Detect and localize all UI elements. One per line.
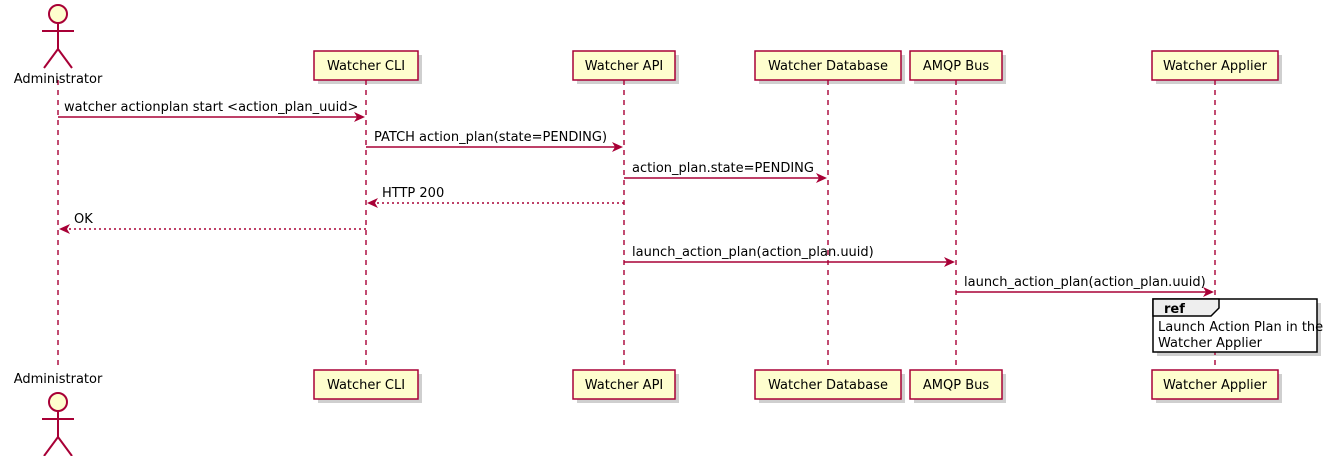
- actor-admin[interactable]: Administrator: [14, 4, 103, 87]
- actor-leg-left-icon: [43, 436, 59, 456]
- participant-cli[interactable]: Watcher CLI: [313, 369, 419, 400]
- ref-fragment-tab: [1152, 298, 1220, 317]
- participant-amqp[interactable]: AMQP Bus: [909, 369, 1003, 400]
- message-arrowhead: [59, 224, 70, 234]
- participant-api[interactable]: Watcher API: [572, 50, 676, 81]
- message-m6: launch_action_plan(action_plan.uuid): [624, 245, 955, 267]
- participant-box: [572, 50, 676, 81]
- participant-applier[interactable]: Watcher Applier: [1151, 369, 1279, 400]
- message-label: HTTP 200: [382, 186, 444, 201]
- message-m7: launch_action_plan(action_plan.uuid): [956, 275, 1214, 297]
- participant-label-db: Watcher Database: [768, 59, 888, 74]
- actor-label-admin: Administrator: [14, 72, 103, 87]
- participant-label-api: Watcher API: [585, 378, 664, 393]
- participant-box: [754, 50, 902, 81]
- actor-leg-left-icon: [43, 48, 59, 69]
- message-arrowhead: [1203, 287, 1214, 297]
- participant-label-cli: Watcher CLI: [327, 378, 405, 393]
- ref-fragment-text-line: Launch Action Plan in the: [1158, 320, 1323, 335]
- participant-amqp[interactable]: AMQP Bus: [909, 50, 1003, 81]
- message-arrowhead: [354, 112, 365, 122]
- participant-box: [313, 50, 419, 81]
- participant-label-amqp: AMQP Bus: [923, 59, 989, 74]
- message-label: PATCH action_plan(state=PENDING): [374, 130, 607, 145]
- participant-label-amqp: AMQP Bus: [923, 378, 989, 393]
- ref-fragment-tab-label: ref: [1164, 302, 1185, 317]
- actor-admin[interactable]: Administrator: [14, 372, 103, 456]
- message-arrowhead: [367, 198, 378, 208]
- actor-leg-right-icon: [57, 436, 73, 456]
- participant-api[interactable]: Watcher API: [572, 369, 676, 400]
- lifeline-layer: [57, 80, 1216, 370]
- participant-box: [909, 50, 1003, 81]
- message-m3: action_plan.state=PENDING: [624, 161, 827, 183]
- actor-head-icon: [48, 392, 68, 412]
- participant-label-applier: Watcher Applier: [1163, 59, 1268, 74]
- participant-box: [313, 369, 419, 400]
- message-m4: HTTP 200: [367, 186, 624, 208]
- message-label: OK: [74, 212, 93, 227]
- participant-label-cli: Watcher CLI: [327, 59, 405, 74]
- participant-box: [1151, 369, 1279, 400]
- ref-fragment-text-line: Watcher Applier: [1158, 336, 1263, 351]
- message-arrowhead: [944, 257, 955, 267]
- message-label: launch_action_plan(action_plan.uuid): [964, 275, 1206, 290]
- message-m1: watcher actionplan start <action_plan_uu…: [58, 100, 365, 122]
- message-arrowhead: [612, 142, 623, 152]
- message-label: action_plan.state=PENDING: [632, 161, 814, 176]
- participant-cli[interactable]: Watcher CLI: [313, 50, 419, 81]
- participant-box: [1151, 50, 1279, 81]
- actor-label-admin: Administrator: [14, 372, 103, 387]
- participant-applier[interactable]: Watcher Applier: [1151, 50, 1279, 81]
- participant-box: [909, 369, 1003, 400]
- participant-label-db: Watcher Database: [768, 378, 888, 393]
- participant-db[interactable]: Watcher Database: [754, 369, 902, 400]
- message-m2: PATCH action_plan(state=PENDING): [366, 130, 623, 152]
- message-label: watcher actionplan start <action_plan_uu…: [64, 100, 358, 115]
- participant-label-api: Watcher API: [585, 59, 664, 74]
- participant-box: [754, 369, 902, 400]
- participant-box: [572, 369, 676, 400]
- message-arrowhead: [816, 173, 827, 183]
- actor-leg-right-icon: [57, 48, 73, 69]
- actor-head-icon: [48, 4, 68, 24]
- message-m5: OK: [59, 212, 366, 234]
- message-label: launch_action_plan(action_plan.uuid): [632, 245, 874, 260]
- participant-label-applier: Watcher Applier: [1163, 378, 1268, 393]
- participant-db[interactable]: Watcher Database: [754, 50, 902, 81]
- message-layer: watcher actionplan start <action_plan_uu…: [58, 100, 1214, 297]
